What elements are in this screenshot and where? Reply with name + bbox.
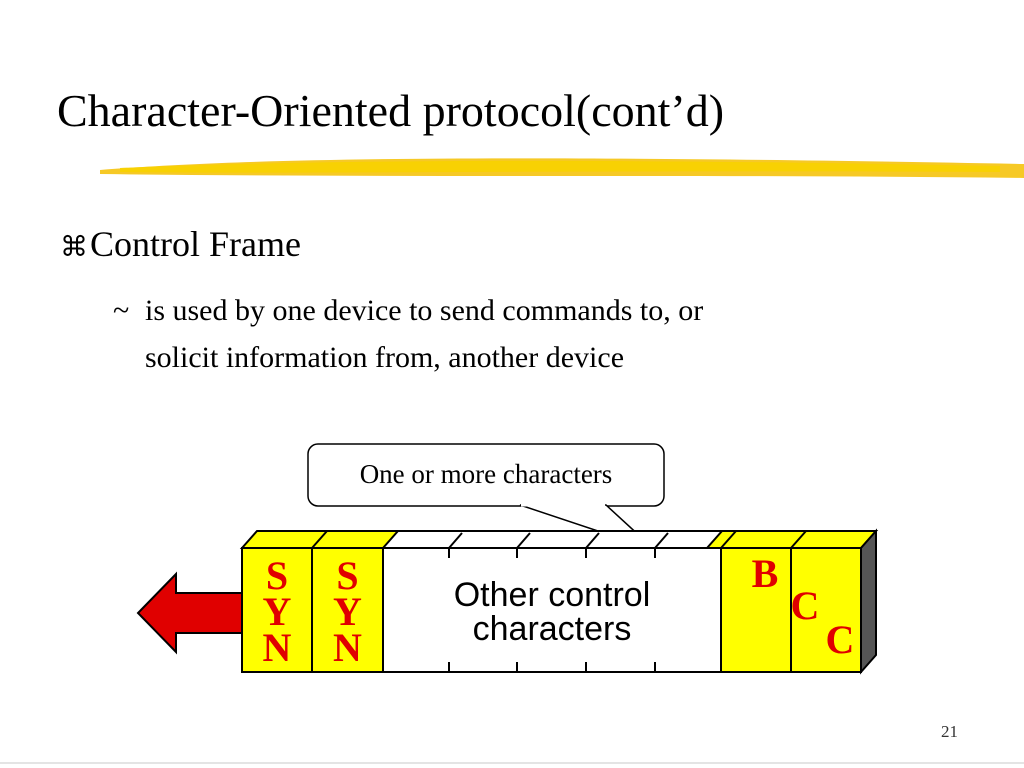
page-number: 21 — [941, 722, 958, 741]
command-key-icon: ⌘ — [60, 230, 88, 263]
syn-2-label: S Y N — [333, 553, 362, 670]
bullet-text: Control Frame — [90, 224, 301, 264]
title-underline-stroke — [100, 158, 1024, 178]
bullet-item: ⌘Control Frame — [60, 223, 301, 266]
direction-arrow-icon — [136, 571, 243, 655]
callout-label: One or more characters — [359, 459, 613, 489]
syn-field-2 — [311, 547, 384, 673]
bcc-letter-c1: C — [790, 583, 820, 628]
syn-1-label: S Y N — [262, 553, 292, 670]
footer-divider — [0, 762, 1024, 764]
sub-bullet-line-2: solicit information from, another device — [145, 341, 625, 374]
slide-title: Character-Oriented protocol(cont’d) — [57, 85, 725, 136]
bcc-letter-b: B — [751, 551, 779, 596]
frame-side-face — [860, 528, 877, 675]
other-control-field — [382, 547, 722, 673]
sub-bullet: ~ is used by one device to send commands… — [113, 287, 933, 381]
bcc-letter-c2: C — [825, 617, 855, 662]
callout-bubble — [307, 443, 665, 551]
sub-bullet-marker: ~ — [113, 294, 130, 327]
other-control-label: Other control characters — [453, 576, 651, 648]
sub-bullet-line-1: is used by one device to send commands t… — [145, 294, 704, 327]
